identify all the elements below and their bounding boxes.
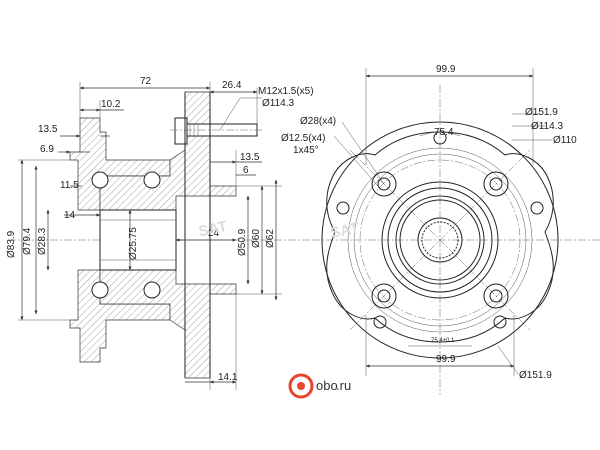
note-tiny: 75.4±0.1 xyxy=(431,338,455,344)
spline-bore xyxy=(417,217,463,263)
dim-flange-to-stud: 26.4 xyxy=(222,80,242,91)
dim-bore-step: 14 xyxy=(64,210,76,221)
front-view: 99.9 75.4 Ø28(x4) Ø12.5(x4) 1x45° Ø151.9… xyxy=(281,64,600,395)
label-hole-small: Ø12.5(x4) xyxy=(281,133,325,144)
dim-bottom-step: 14.1 xyxy=(218,372,238,383)
bolt-hole-ne xyxy=(483,171,509,197)
dim-spline-diameter: Ø25.75 xyxy=(128,227,139,260)
bearing-ball-4 xyxy=(143,281,161,299)
dim-bottom-width: 99.9 xyxy=(436,354,456,365)
hub-ring-outer xyxy=(381,181,499,299)
dim-total-width: 72 xyxy=(140,76,152,87)
dim-pilot-diameter-1: Ø50.9 xyxy=(237,228,248,256)
logo-domain-text: obo xyxy=(316,378,338,393)
dim-pilot-diameter-3: Ø62 xyxy=(265,229,276,248)
dim-inner-step: 10.2 xyxy=(101,99,121,110)
label-stud-pcd: Ø114.3 xyxy=(262,98,294,109)
flange-profile xyxy=(326,131,554,343)
label-bolt-hole-dia: Ø28(x4) xyxy=(300,116,336,127)
dim-outer-diameter: Ø83.9 xyxy=(6,230,17,258)
label-chamfer: 1x45° xyxy=(293,145,319,156)
stud-holes xyxy=(336,131,544,329)
bearing-ball-3 xyxy=(91,281,109,299)
dim-angle: 75.4 xyxy=(434,127,454,138)
wheel-stud xyxy=(170,117,262,145)
dim-bore-diameter: Ø28.3 xyxy=(37,227,48,255)
dim-top-width: 99.9 xyxy=(436,64,456,75)
dim-hub-length: 24 xyxy=(208,228,220,239)
label-stud-spec: M12x1.5(x5) xyxy=(258,86,314,97)
dim-seal-width: 11.5 xyxy=(60,180,79,191)
dim-outer-step: 13.5 xyxy=(38,124,58,135)
side-view: 72 26.4 10.2 13.5 6.9 11.5 14 M12x1.5(x5… xyxy=(6,76,314,390)
watermark-text: SAT xyxy=(197,218,229,241)
flange-outer-circle xyxy=(321,121,559,359)
label-flange-od-top: Ø151.9 xyxy=(525,107,558,118)
bolt-hole-sw xyxy=(371,283,397,309)
dim-left-lip: 6.9 xyxy=(40,144,54,155)
bolt-hole-se xyxy=(483,283,509,309)
dim-right-step: 13.5 xyxy=(240,152,260,163)
dim-race-diameter: Ø79.4 xyxy=(22,227,33,255)
dim-pilot-diameter-2: Ø60 xyxy=(251,229,262,248)
obo-logo: obo .ru xyxy=(288,373,351,399)
label-pcd-2: Ø110 xyxy=(553,135,577,146)
label-flange-od-bottom: Ø151.9 xyxy=(519,370,552,381)
label-pcd: Ø114.3 xyxy=(531,121,563,132)
dim-right-lip: 6 xyxy=(243,165,249,176)
bearing-ball-1 xyxy=(91,171,109,189)
watermark-text-2: SAT xyxy=(329,219,361,242)
hub-section-bottom xyxy=(99,269,237,379)
bearing-ball-2 xyxy=(143,171,161,189)
bolt-hole-nw xyxy=(371,171,397,197)
logo-domain-suffix: .ru xyxy=(336,378,351,393)
